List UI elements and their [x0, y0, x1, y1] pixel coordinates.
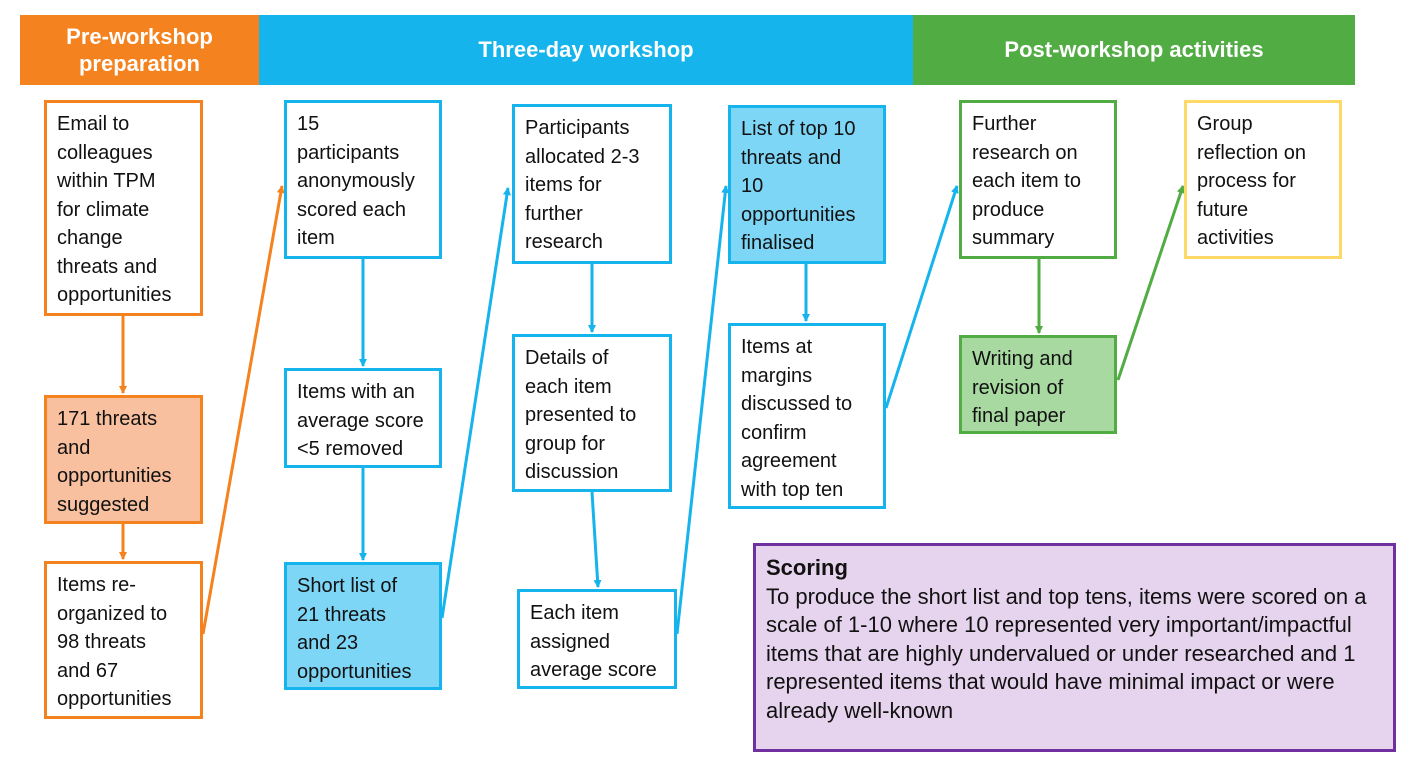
step-items-allocated: Participants allocated 2-3 items for fur…	[512, 104, 672, 264]
arrow-margins-to-research	[884, 185, 959, 409]
header-pre-workshop-label: Pre-workshop preparation	[66, 23, 213, 77]
step-items-reorganized: Items re- organized to 98 threats and 67…	[44, 561, 203, 719]
arrow-assigned-to-top10	[675, 185, 730, 635]
step-top10-finalised: List of top 10 threats and 10 opportunit…	[728, 105, 886, 264]
step-email-colleagues: Email to colleagues within TPM for clima…	[44, 100, 203, 316]
header-post-workshop: Post-workshop activities	[913, 15, 1355, 85]
arrow-shortlist-to-allocated	[440, 187, 511, 619]
scoring-note: Scoring To produce the short list and to…	[753, 543, 1396, 752]
arrow-writing-to-reflection	[1116, 185, 1185, 381]
step-further-research: Further research on each item to produce…	[959, 100, 1117, 259]
step-margins-discussed: Items at margins discussed to confirm ag…	[728, 323, 886, 509]
scoring-text: To produce the short list and top tens, …	[766, 583, 1367, 723]
header-three-day-workshop: Three-day workshop	[259, 15, 913, 85]
step-threats-suggested: 171 threats and opportunities suggested	[44, 395, 203, 524]
header-three-day-label: Three-day workshop	[478, 37, 694, 63]
step-short-list: Short list of 21 threats and 23 opportun…	[284, 562, 442, 690]
step-group-reflection: Group reflection on process for future a…	[1184, 100, 1342, 259]
arrow-reorganized-to-scored	[201, 185, 285, 635]
step-details-presented: Details of each item presented to group …	[512, 334, 672, 492]
step-participants-scored: 15 participants anonymously scored each …	[284, 100, 442, 259]
step-low-scores-removed: Items with an average score <5 removed	[284, 368, 442, 468]
step-average-assigned: Each item assigned average score	[517, 589, 677, 689]
scoring-title: Scoring	[766, 555, 848, 580]
header-pre-workshop: Pre-workshop preparation	[20, 15, 259, 85]
header-post-workshop-label: Post-workshop activities	[1004, 37, 1264, 63]
arrow-details-to-assigned	[590, 491, 602, 588]
step-writing-revision: Writing and revision of final paper	[959, 335, 1117, 434]
